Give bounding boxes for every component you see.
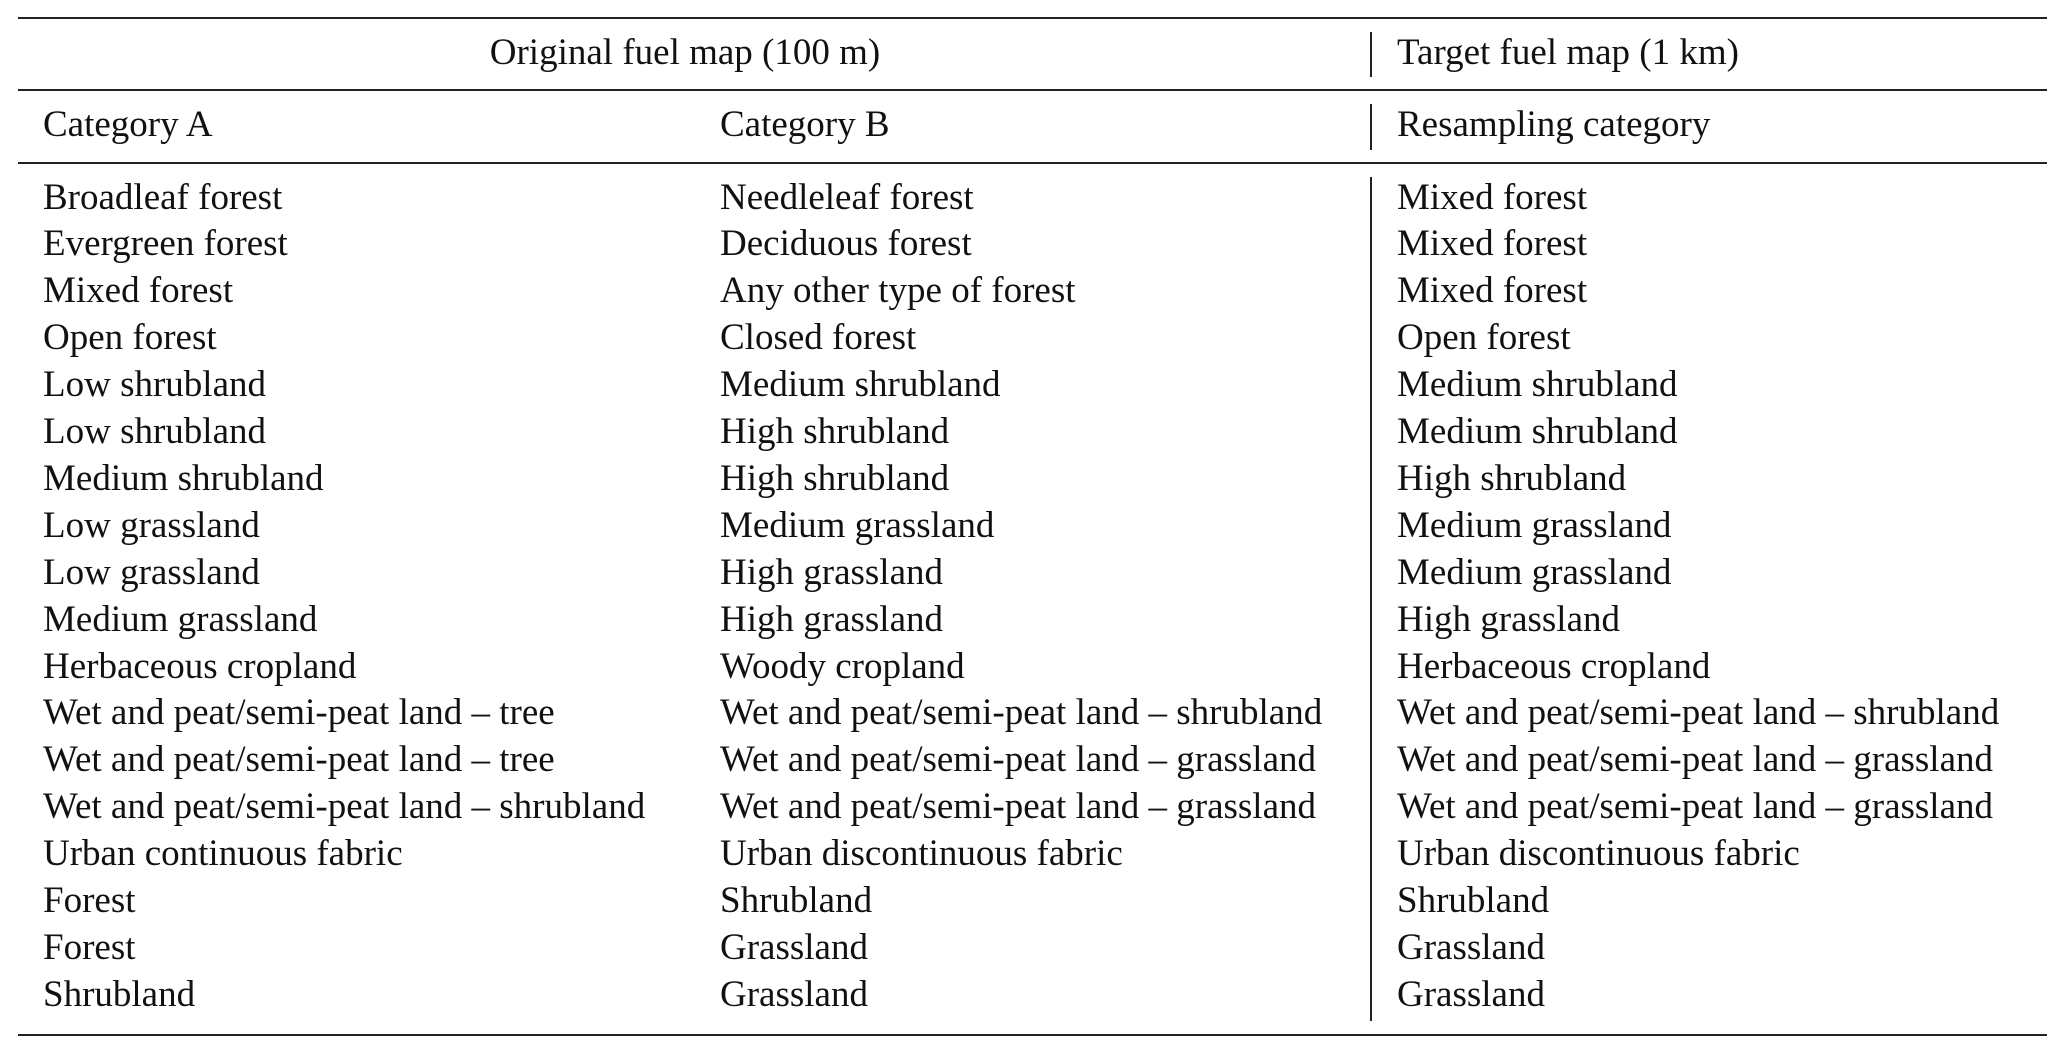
table-row: Broadleaf forest Needleleaf forest Mixed f… (0, 175, 2067, 222)
cell-category-a: Wet and peat/semi-peat land – shrubland (43, 786, 646, 828)
cell-category-b: Closed forest (720, 317, 917, 359)
cell-resampling: Medium grassland (1397, 551, 1672, 593)
group-header-original: Original fuel map (100 m) (489, 32, 881, 73)
cell-category-a: Broadleaf forest (43, 176, 283, 218)
cell-category-b: Deciduous forest (720, 223, 972, 265)
cell-category-b: Medium shrubland (720, 364, 1001, 406)
cell-category-b: Any other type of forest (720, 270, 1076, 312)
cell-resampling: Mixed forest (1397, 223, 1588, 265)
cell-category-b: Woody cropland (720, 645, 965, 687)
cell-category-b: High grassland (720, 598, 943, 640)
cell-category-b: Grassland (720, 926, 868, 968)
cell-category-b: High shrubland (720, 457, 950, 499)
cell-category-a: Forest (43, 879, 136, 921)
column-header-category-a: Category A (43, 104, 213, 145)
cell-resampling: Mixed forest (1397, 270, 1588, 312)
table-row: Herbaceous cropland Woody cropland Herbace… (0, 644, 2067, 691)
header-rule (18, 89, 2047, 91)
cell-resampling: High shrubland (1397, 457, 1627, 499)
cell-category-a: Low shrubland (43, 364, 266, 406)
cell-category-a: Medium grassland (43, 598, 318, 640)
cell-category-a: Urban continuous fabric (43, 833, 403, 875)
table-row: Medium grassland High grassland High grass… (0, 597, 2067, 644)
cell-category-a: Evergreen forest (43, 223, 288, 265)
cell-category-b: Grassland (720, 973, 868, 1015)
column-header-category-b: Category B (720, 104, 890, 145)
top-rule (18, 17, 2047, 19)
table-row: Low shrubland High shrubland Medium shrubl… (0, 409, 2067, 456)
table-row: Forest Shrubland Shrubland (0, 878, 2067, 925)
table-row: Urban continuous fabric Urban discontinuo… (0, 831, 2067, 878)
cell-category-a: Forest (43, 926, 136, 968)
cell-category-b: Urban discontinuous fabric (720, 833, 1123, 875)
cell-resampling: Wet and peat/semi-peat land – grassland (1397, 739, 1994, 781)
cell-category-a: Open forest (43, 317, 217, 359)
cell-resampling: Herbaceous cropland (1397, 645, 1711, 687)
cell-resampling: Grassland (1397, 926, 1545, 968)
table-row: Low grassland Medium grassland Medium gras… (0, 503, 2067, 550)
cell-category-a: Medium shrubland (43, 457, 324, 499)
bottom-rule (18, 1034, 2047, 1036)
column-header-resampling: Resampling category (1397, 104, 1711, 145)
column-divider (1370, 32, 1372, 77)
table-row: Medium shrubland High shrubland High shrub… (0, 456, 2067, 503)
cell-resampling: Medium shrubland (1397, 364, 1678, 406)
table-row: Shrubland Grassland Grassland (0, 972, 2067, 1019)
table-row: Mixed forest Any other type of forest Mixe… (0, 268, 2067, 315)
cell-category-b: High grassland (720, 551, 943, 593)
table-row: Forest Grassland Grassland (0, 925, 2067, 972)
table-row: Open forest Closed forest Open forest (0, 315, 2067, 362)
cell-category-b: Medium grassland (720, 504, 995, 546)
cell-category-a: Low grassland (43, 504, 260, 546)
cell-category-a: Wet and peat/semi-peat land – tree (43, 692, 555, 734)
cell-category-b: Wet and peat/semi-peat land – grassland (720, 739, 1317, 781)
column-divider (1370, 177, 1372, 1021)
table-row: Low grassland High grassland Medium grassl… (0, 550, 2067, 597)
cell-resampling: Shrubland (1397, 879, 1550, 921)
cell-category-b: High shrubland (720, 411, 950, 453)
cell-resampling: High grassland (1397, 598, 1620, 640)
table-row: Low shrubland Medium shrubland Medium shru… (0, 362, 2067, 409)
cell-resampling: Mixed forest (1397, 176, 1588, 218)
cell-resampling: Wet and peat/semi-peat land – shrubland (1397, 692, 2000, 734)
cell-category-a: Low grassland (43, 551, 260, 593)
cell-category-a: Shrubland (43, 973, 196, 1015)
table-row: Evergreen forest Deciduous forest Mixed fo… (0, 221, 2067, 268)
table-row: Wet and peat/semi-peat land – tree Wet an… (0, 690, 2067, 737)
cell-category-b: Wet and peat/semi-peat land – grassland (720, 786, 1317, 828)
column-divider (1370, 104, 1372, 150)
cell-category-a: Herbaceous cropland (43, 645, 357, 687)
cell-resampling: Urban discontinuous fabric (1397, 833, 1800, 875)
cell-category-b: Needleleaf forest (720, 176, 974, 218)
cell-resampling: Medium grassland (1397, 504, 1672, 546)
group-header-target: Target fuel map (1 km) (1397, 32, 1739, 73)
cell-category-a: Mixed forest (43, 270, 234, 312)
cell-category-a: Low shrubland (43, 411, 266, 453)
mid-rule (18, 162, 2047, 164)
table-row: Wet and peat/semi-peat land – tree Wet an… (0, 737, 2067, 784)
cell-resampling: Grassland (1397, 973, 1545, 1015)
cell-category-b: Shrubland (720, 879, 873, 921)
table-row: Wet and peat/semi-peat land – shrubland W… (0, 784, 2067, 831)
cell-resampling: Open forest (1397, 317, 1571, 359)
cell-category-b: Wet and peat/semi-peat land – shrubland (720, 692, 1323, 734)
cell-resampling: Medium shrubland (1397, 411, 1678, 453)
cell-resampling: Wet and peat/semi-peat land – grassland (1397, 786, 1994, 828)
cell-category-a: Wet and peat/semi-peat land – tree (43, 739, 555, 781)
